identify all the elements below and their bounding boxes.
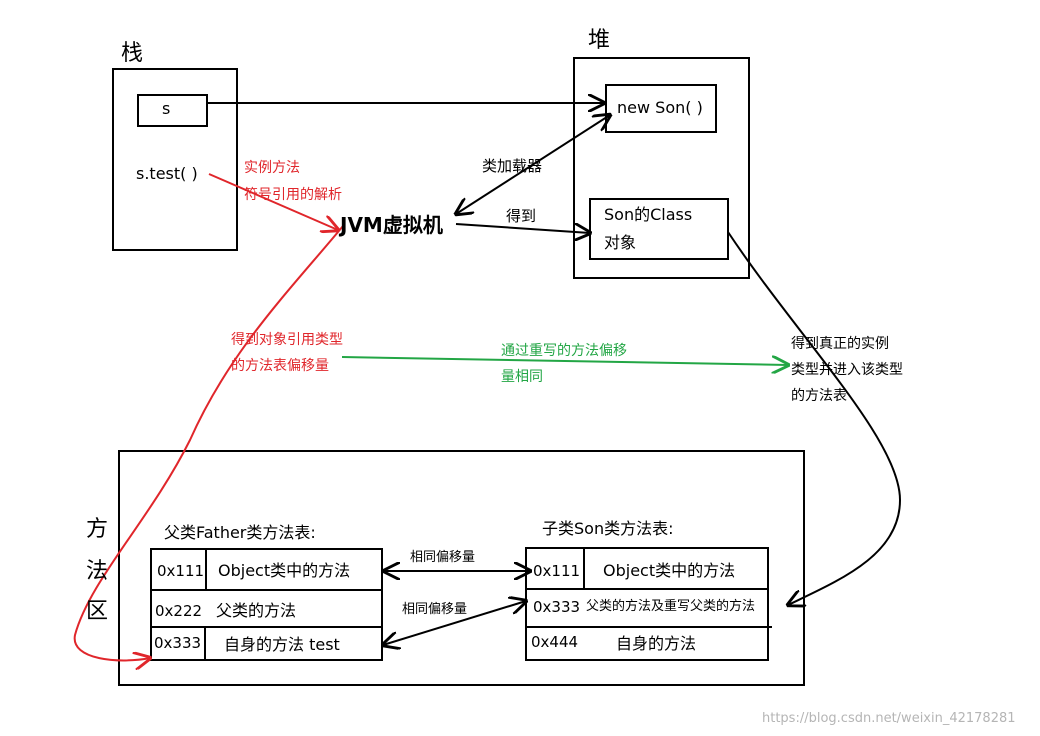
stack-var-s-box — [137, 94, 208, 127]
method-area-char-1: 方 — [86, 517, 109, 542]
son-row-2-name: 父类的方法及重写父类的方法 — [586, 599, 756, 614]
son-table-title: 子类Son类方法表: — [542, 519, 674, 538]
new-son-label: new Son( ) — [617, 98, 703, 117]
son-row-1-addr: 0x111 — [533, 562, 581, 580]
arrow-class-to-son-table — [727, 231, 902, 605]
green-note-line2: 量相同 — [501, 369, 543, 385]
father-row-3-name: 自身的方法 test — [224, 635, 340, 654]
get-label: 得到 — [506, 207, 537, 225]
red-note-line1: 实例方法 — [244, 160, 300, 176]
same-offset-label-1: 相同偏移量 — [410, 550, 476, 565]
right-note-line2: 类型并进入该类型 — [791, 362, 903, 378]
arrow-jvm-to-class — [455, 224, 590, 233]
son-class-label-1: Son的Class — [604, 205, 693, 224]
father-row-1-addr: 0x111 — [157, 562, 205, 580]
son-row-3-addr: 0x444 — [531, 633, 579, 651]
watermark: https://blog.csdn.net/weixin_42178281 — [762, 711, 1016, 726]
son-row-1-name: Object类中的方法 — [603, 561, 736, 580]
method-area-char-2: 法 — [86, 559, 109, 584]
arrow-classloader — [456, 115, 610, 214]
stack-box — [112, 68, 238, 251]
stack-var-s: s — [162, 99, 171, 118]
red-arrow-to-jvm — [208, 173, 338, 230]
red-note-line2: 符号引用的解析 — [244, 187, 342, 203]
stack-title: 栈 — [121, 41, 144, 66]
father-row-2-addr: 0x222 — [155, 602, 203, 620]
right-note-line3: 的方法表 — [791, 388, 847, 404]
son-row-3-name: 自身的方法 — [616, 634, 697, 653]
method-area-char-3: 区 — [86, 599, 109, 624]
father-row-2-name: 父类的方法 — [216, 601, 297, 620]
green-arrow-offset — [341, 357, 788, 365]
red2-note-line2: 的方法表偏移量 — [231, 358, 329, 374]
stack-call-s-test: s.test( ) — [136, 164, 198, 183]
father-row-3-addr: 0x333 — [154, 634, 202, 652]
heap-title: 堆 — [588, 28, 611, 53]
same-offset-label-2: 相同偏移量 — [402, 602, 468, 617]
father-table-title: 父类Father类方法表: — [164, 523, 316, 542]
heap-box — [573, 57, 750, 279]
red-arrow-jvm-to-father-table — [73, 225, 344, 660]
new-son-box — [605, 84, 717, 133]
jvm-label: JVM虚拟机 — [340, 213, 443, 237]
classloader-label: 类加载器 — [482, 157, 543, 175]
arrow-same-offset-2 — [383, 601, 526, 645]
green-note-line1: 通过重写的方法偏移 — [501, 343, 627, 359]
son-class-label-2: 对象 — [604, 233, 637, 252]
right-note-line1: 得到真正的实例 — [791, 336, 889, 352]
father-row-1-name: Object类中的方法 — [218, 561, 351, 580]
son-row-2-addr: 0x333 — [533, 598, 581, 616]
method-area-box — [118, 450, 805, 686]
red2-note-line1: 得到对象引用类型 — [231, 332, 343, 348]
